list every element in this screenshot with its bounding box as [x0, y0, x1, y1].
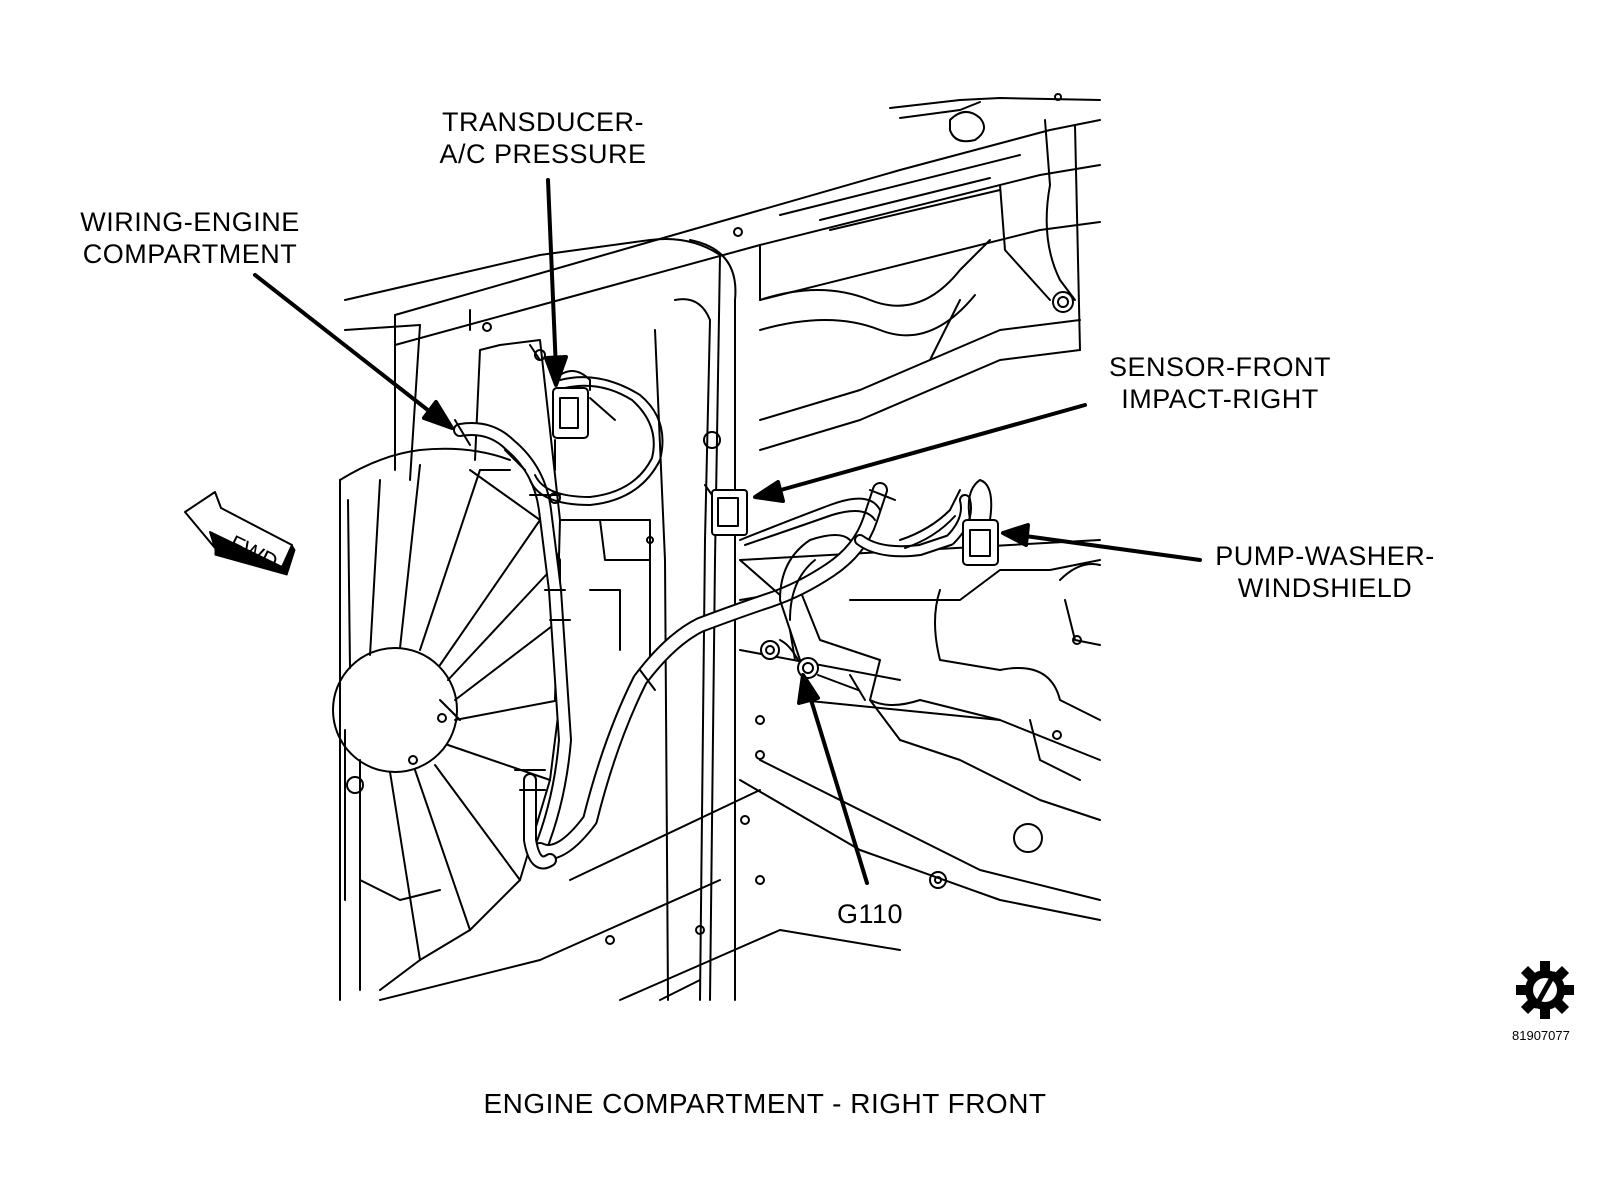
label-sensor-line1: SENSOR-FRONT — [1109, 352, 1331, 382]
ac-pressure-transducer — [552, 370, 616, 471]
label-wiring-engine-compartment: WIRING-ENGINE COMPARTMENT — [60, 206, 320, 270]
leader-arrows — [253, 178, 1202, 885]
label-wiring-line1: WIRING-ENGINE — [80, 207, 300, 237]
radiator-support-frame — [344, 93, 1101, 1001]
label-sensor-front-impact-right: SENSOR-FRONT IMPACT-RIGHT — [1090, 351, 1350, 415]
diagram-caption: ENGINE COMPARTMENT - RIGHT FRONT — [483, 1088, 1047, 1119]
label-pump-line1: PUMP-WASHER- — [1215, 541, 1435, 571]
label-g110-text: G110 — [836, 899, 904, 929]
label-transducer-line2: A/C PRESSURE — [439, 139, 647, 169]
fwd-direction-arrow: FWD — [184, 491, 296, 576]
label-transducer-ac-pressure: TRANSDUCER- A/C PRESSURE — [428, 106, 658, 170]
label-pump-washer-windshield: PUMP-WASHER- WINDSHIELD — [1195, 540, 1455, 604]
label-sensor-line2: IMPACT-RIGHT — [1121, 384, 1319, 414]
label-pump-line2: WINDSHIELD — [1237, 573, 1413, 603]
cooling-fan — [332, 447, 561, 1001]
label-transducer-line1: TRANSDUCER- — [441, 107, 644, 137]
wiring-harness — [453, 419, 972, 870]
label-wiring-line2: COMPARTMENT — [82, 239, 298, 269]
label-g110: G110 — [820, 898, 920, 930]
washer-pump-connector — [962, 479, 999, 566]
thin-wires — [529, 376, 961, 661]
gear-with-slash-icon — [1516, 961, 1574, 1019]
figure-number: 81907077 — [1512, 1028, 1570, 1043]
front-impact-sensor — [704, 484, 748, 536]
